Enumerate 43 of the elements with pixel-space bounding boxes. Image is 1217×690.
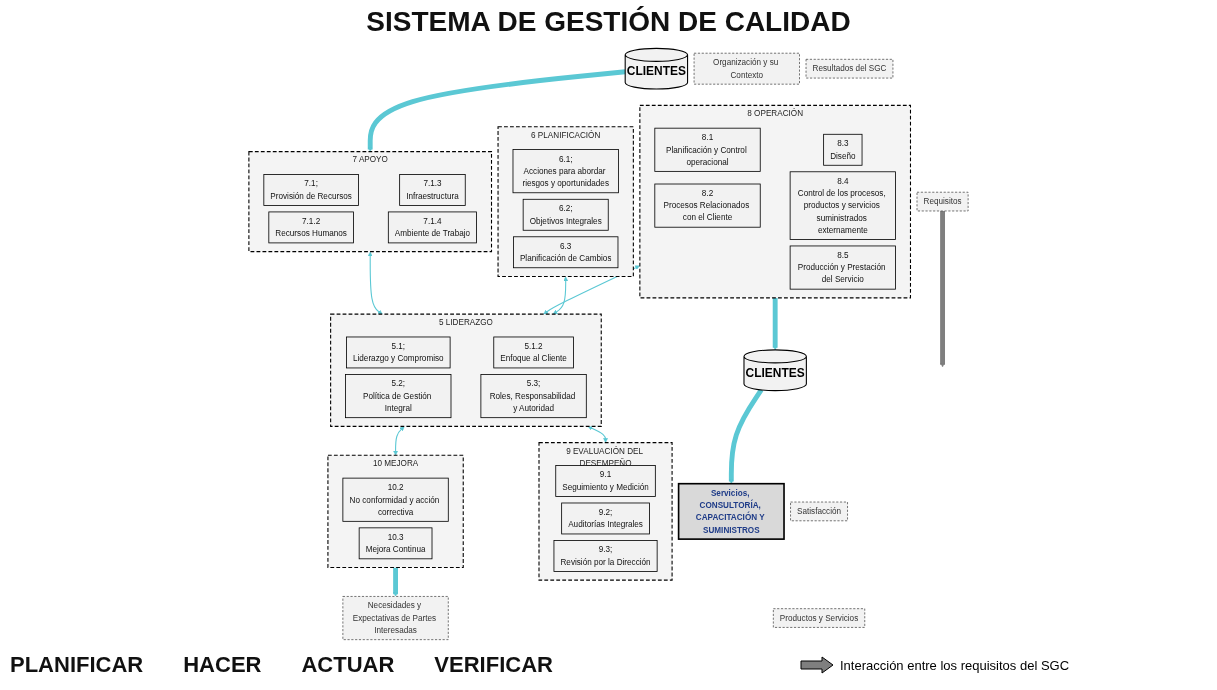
node-box: Resultados del SGC (805, 58, 894, 79)
node-box: 7.1.4 Ambiente de Trabajo (387, 211, 477, 244)
node-box: 9.2; Auditorías Integrales (561, 502, 650, 535)
node-box: 7.1; Provisión de Recursos (263, 174, 359, 206)
node-box: 5.2; Política de Gestión Integral (345, 374, 452, 419)
arrow (367, 69, 626, 152)
cycle-phase-label: ACTUAR (301, 652, 395, 678)
arrow (393, 567, 399, 597)
node-box: Satisfacción (790, 501, 848, 522)
node-box: Necesidades y Expectativas de Partes Interesadas (342, 596, 449, 641)
cycle-phase-label: PLANIFICAR (10, 652, 144, 678)
legend-text: Interacción entre los requisitos del SGC (840, 657, 1070, 673)
arrow (728, 388, 764, 484)
node-box: 8.4 Control de los procesos, productos y servicios suministrados externamente (789, 171, 896, 240)
arrow (552, 276, 569, 315)
node-box: 10.3 Mejora Continua (358, 527, 433, 560)
arrow (367, 251, 383, 315)
node-box: 6.2; Objetivos Integrales (522, 198, 609, 231)
node-box: 8.3 Diseño (823, 133, 863, 166)
node-box: 8.1 Planificación y Control operacional (654, 127, 761, 172)
node-box: Productos y Servicios (772, 608, 866, 628)
node-box: 8.2 Procesos Relacionados con el Cliente (654, 183, 761, 228)
node-box: 7.1.2 Recursos Humanos (268, 211, 354, 244)
node-box: 5.1.2 Enfoque al Cliente (493, 336, 574, 369)
node-box: 9.1 Seguimiento y Medición (555, 465, 656, 497)
node-box: 9.3; Revisión por la Dirección (553, 540, 658, 572)
node-box: 7.1.3 Infraestructura (399, 174, 466, 206)
diagram-title: SISTEMA DE GESTIÓN DE CALIDAD (365, 6, 852, 38)
arrow (393, 426, 405, 456)
arrow (940, 210, 945, 368)
cycle-phase-label: VERIFICAR (434, 652, 553, 678)
arrow (587, 426, 608, 443)
cycle-phase-label: HACER (183, 652, 262, 678)
node-box: 10.2 No conformidad y acción correctiva (342, 477, 449, 522)
node-box: 8.5 Producción y Prestación del Servicio (789, 245, 896, 290)
node-box: Servicios, CONSULTORÍA, CAPACITACIÓN Y SUMINISTROS (677, 482, 785, 540)
node-box: Organización y su Contexto (693, 52, 800, 85)
node-box: 6.3 Planificación de Cambios (513, 236, 619, 269)
node-box: 5.3; Roles, Responsabilidad y Autoridad (480, 374, 587, 419)
node-box: 6.1; Acciones para abordar riesgos y oportunidades (512, 149, 619, 194)
node-box: Requisitos (916, 191, 969, 212)
arrow (772, 296, 778, 351)
node-box: 5.1; Liderazgo y Compromiso (346, 336, 451, 369)
